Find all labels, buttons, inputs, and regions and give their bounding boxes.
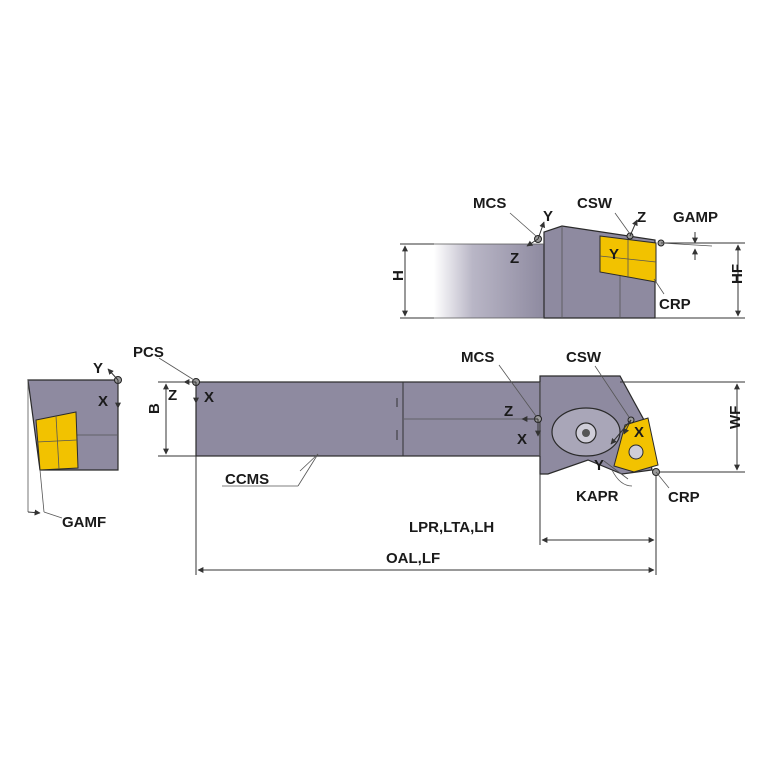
h-label: H [390,270,407,281]
y-insert-label: Y [594,457,604,474]
z-top-label: Z [510,250,519,267]
mcs-main-label: MCS [461,349,494,366]
x-pcs-label: X [204,389,214,406]
y-top-label: Y [543,208,553,225]
b-label: B [146,403,163,414]
x-left-label: X [98,393,108,410]
kapr-label: KAPR [576,488,619,505]
y-insert-top-label: Y [609,246,619,263]
z-pcs-label: Z [168,387,177,404]
y-left-label: Y [93,360,103,377]
oal-label: OAL,LF [386,550,440,567]
top-view: B PCS Z X CCMS MCS Z X CSW X Y KAPR CRP [133,344,745,575]
lpr-label: LPR,LTA,LH [409,519,494,536]
mcs-top-label: MCS [473,195,506,212]
gamf-label: GAMF [62,514,106,531]
gamp-label: GAMP [673,209,718,226]
z-main-label: Z [504,403,513,420]
x-main-label: X [517,431,527,448]
end-view: Y X GAMF [27,360,122,531]
csw-top-label: CSW [577,195,613,212]
crp-main-label: CRP [668,489,700,506]
hf-label: HF [729,264,746,284]
z-csw-top-label: Z [637,209,646,226]
wf-label: WF [727,406,744,429]
pcs-label: PCS [133,344,164,361]
ccms-label: CCMS [225,471,269,488]
crp-top-label: CRP [659,296,691,313]
side-view-shank [434,244,544,318]
csw-main-label: CSW [566,349,602,366]
side-view: H HF MCS Y Z CSW Z GAMP Y CRP [390,195,746,319]
x-insert-label: X [634,424,644,441]
